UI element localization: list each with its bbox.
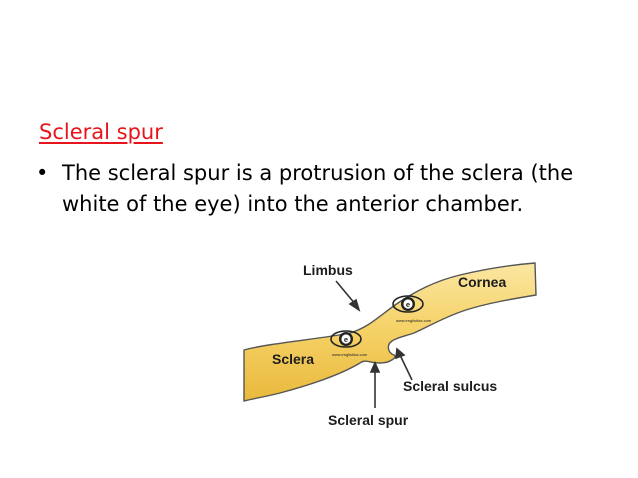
label-scleral-sulcus: Scleral sulcus xyxy=(403,378,497,394)
tissue-band xyxy=(243,262,537,402)
label-cornea: Cornea xyxy=(458,274,506,290)
slide-heading: Scleral spur xyxy=(39,120,163,144)
watermark-text-upper: www.englishka.com xyxy=(396,318,432,323)
label-sclera: Sclera xyxy=(272,351,314,367)
diagram-svg: e www.englishka.com e www.englishka.com xyxy=(243,262,537,428)
label-scleral-spur: Scleral spur xyxy=(328,412,409,428)
svg-text:e: e xyxy=(344,335,348,344)
limbus-arrowhead xyxy=(348,298,361,312)
watermark-text-lower: www.englishka.com xyxy=(332,352,368,357)
sulcus-arrowhead xyxy=(395,347,406,360)
scleral-spur-diagram: e www.englishka.com e www.englishka.com xyxy=(230,255,540,435)
eye-logo-icon: e xyxy=(330,330,362,348)
eye-logo-icon: e xyxy=(392,295,424,313)
bullet-symbol: • xyxy=(36,161,49,185)
diagram-arrows xyxy=(335,280,413,408)
limbus-arrow xyxy=(335,280,357,306)
svg-text:e: e xyxy=(406,300,410,309)
bullet-text: The scleral spur is a protrusion of the … xyxy=(62,161,574,216)
sulcus-arrow xyxy=(399,354,413,381)
label-limbus: Limbus xyxy=(303,262,353,278)
bullet-item: • The scleral spur is a protrusion of th… xyxy=(36,158,596,220)
spur-arrowhead xyxy=(369,361,381,373)
